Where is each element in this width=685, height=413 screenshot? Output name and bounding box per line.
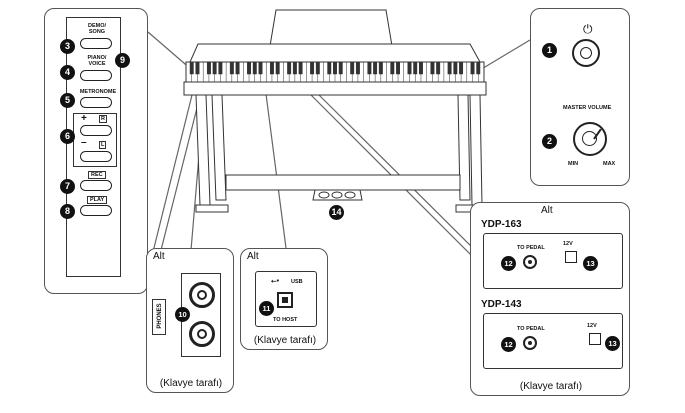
play-label: PLAY [87,196,108,204]
marker-9: 9 [115,53,130,68]
usb-caption: (Klavye tarafı) [253,335,317,346]
usb-icon: ⭠• [271,278,280,285]
right-panel: 1 ⏻ MASTER VOLUME 2 MIN MAX [530,8,630,186]
right-part-button[interactable] [80,125,112,136]
ydp143-box [483,313,623,369]
phones-caption: (Klavye tarafı) [159,378,223,389]
plus-label: + [81,113,87,124]
phones-label: PHONES [152,299,166,335]
rec-button[interactable] [80,180,112,191]
left-part-button[interactable] [80,151,112,162]
ydp163-box [483,233,623,289]
minus-label: – [81,137,87,148]
metronome-label: METRONOME [79,89,117,95]
master-volume-label: MASTER VOLUME [563,105,612,111]
l-label: L [99,141,107,149]
marker-2: 2 [542,134,557,149]
max-label: MAX [603,161,616,167]
dc-label-1: 12V [563,241,573,247]
dc-label-2: 12V [587,323,597,329]
marker-13-a: 13 [583,256,598,271]
dc-in-2[interactable] [589,333,601,345]
marker-4: 4 [60,65,75,80]
marker-11: 11 [259,301,274,316]
marker-14: 14 [329,205,344,220]
pedal-jack-2[interactable] [523,336,537,350]
demo-song-label: DEMO/ SONG [87,23,107,35]
min-label: MIN [568,161,579,167]
power-icon: ⏻ [583,22,593,36]
phones-panel: Alt PHONES 10 (Klavye tarafı) [146,248,234,393]
marker-12-a: 12 [501,256,516,271]
pedal-panel-title: Alt [541,205,553,216]
to-pedal-label-2: TO PEDAL [517,326,545,332]
marker-8: 8 [60,204,75,219]
pedal-panel: Alt YDP-163 TO PEDAL 12 12V 13 YDP-143 T… [470,202,630,396]
pedal-jack-1[interactable] [523,255,537,269]
phones-jack-1[interactable] [189,282,215,308]
marker-10: 10 [175,307,190,322]
marker-6: 6 [60,129,75,144]
to-host-label: TO HOST [273,317,298,323]
to-pedal-label-1: TO PEDAL [517,245,545,251]
phones-panel-title: Alt [153,251,165,262]
dc-in-1[interactable] [565,251,577,263]
piano-voice-label: PIANO/ VOICE [87,55,107,67]
phones-text: PHONES [157,303,163,329]
piano-voice-button[interactable] [80,70,112,81]
left-panel: 3 DEMO/ SONG 4 PIANO/ VOICE 9 5 METRONOM… [44,8,148,294]
marker-13-b: 13 [605,336,620,351]
usb-panel-title: Alt [247,251,259,262]
usb-frame [255,271,317,327]
play-button[interactable] [80,205,112,216]
marker-5: 5 [60,93,75,108]
model-ydp-143: YDP-143 [481,299,522,310]
marker-7: 7 [60,179,75,194]
marker-12-b: 12 [501,337,516,352]
metronome-button[interactable] [80,97,112,108]
master-volume-knob[interactable] [573,122,607,156]
demo-song-button[interactable] [80,38,112,49]
usb-label: USB [291,279,303,285]
marker-3: 3 [60,39,75,54]
phones-jack-2[interactable] [189,321,215,347]
marker-1: 1 [542,43,557,58]
power-switch[interactable] [572,39,600,67]
r-label: R [99,115,107,123]
usb-port[interactable] [277,292,293,308]
rec-label: REC [88,171,106,179]
model-ydp-163: YDP-163 [481,219,522,230]
pedal-caption: (Klavye tarafı) [519,381,583,392]
usb-panel: Alt ⭠• USB 11 TO HOST (Klavye tarafı) [240,248,328,350]
button-column-frame [66,17,121,277]
